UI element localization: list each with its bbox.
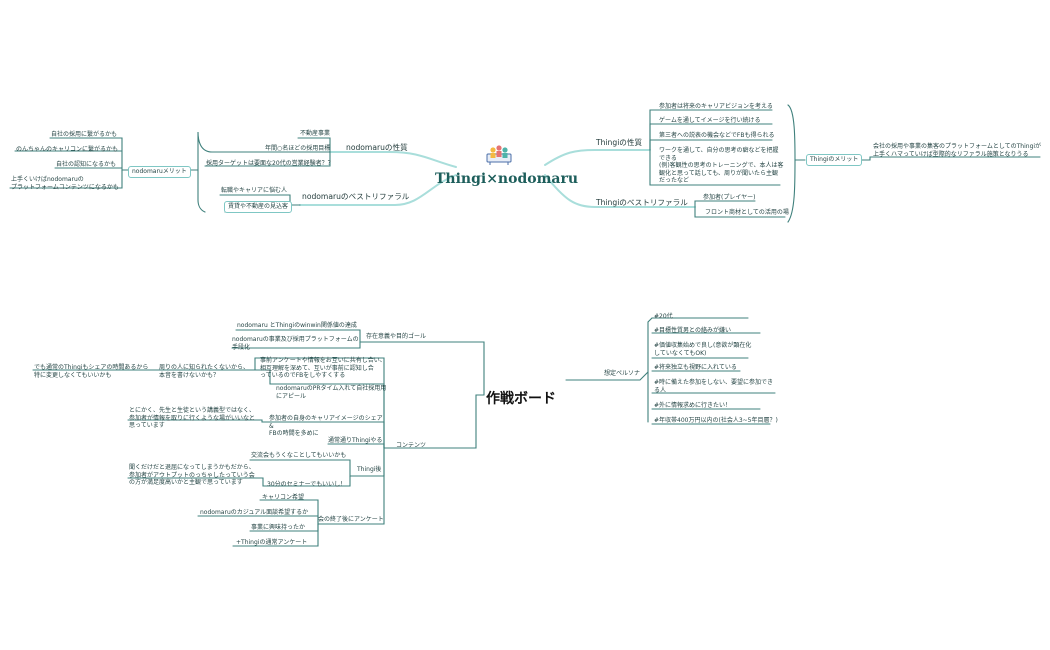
content-note: 周りの人に知られたくないから、 本音を書けないかも？ [159,364,250,379]
content-branch: コンテンツ [396,442,427,449]
map2-center-title: 作戦ボード [486,391,556,407]
after-thingi-item: 30分のセミナーでもいいし！ [267,481,347,488]
nodomaru-nature-item: 年間○名ほどの採用目標 [265,145,331,152]
thingi-nature-item: ワークを通して、自分の思考の癖などを把握できる (例)客観性の思考のトレーニング… [659,147,784,184]
content-note: とにかく、先生と生徒という講義型ではなく、 参加者が情報を取りに行くような場がい… [129,407,256,429]
goal-item: nodomaru とThingiのwinwin関係値の達成 [237,322,357,329]
goal-item: nodomaruの事業及び採用プラットフォームの 手段化 [232,336,359,351]
persona-item: #20代 [654,313,673,320]
map1-center-title: Thingi×nodomaru [435,171,579,187]
nodomaru-merit-item: 自社の認知になるかも [56,161,117,168]
thingi-best-referral-item: フロント商材としての活用の場 [705,209,789,216]
thingi-best-referral-branch: Thingiのベストリファラル [596,198,688,207]
thingi-best-referral-item: 参加者(プレイヤー) [703,194,756,201]
persona-item: #価値収集始めで良し(意欲が顕在化していなくてもOK) [654,342,752,357]
content-item: 事前アンケートや情報をお互いに共有し合い、 相互理解を深めて、互いが事前に認知し… [260,357,386,379]
team-meeting-icon [484,142,514,170]
nodomaru-nature-item: 不動産事業 [300,130,331,137]
nodomaru-merit-node: nodomaruメリット [128,166,191,178]
after-thingi-branch: Thingi後 [357,466,382,473]
content-note: でも通常のThingiもシェアの時間あるから 特に変更しなくてもいいかも [34,364,149,379]
thingi-nature-item: 参加者は将来のキャリアビジョンを考える [659,103,773,110]
nodomaru-best-referral-branch: nodomaruのベストリファラル [302,192,410,201]
survey-branch: 会の終了後にアンケート [318,516,384,523]
content-item: 通常通りThingiやる [328,437,383,444]
persona-item: #目標性質男との絡みが嫌い [654,327,731,334]
nodomaru-nature-branch: nodomaruの性質 [346,143,408,152]
nodomaru-best-referral-item: 転職やキャリアに悩む人 [221,187,288,194]
content-item: 参加者の自身のキャリアイメージのシェア& FBの時間を多めに [269,415,383,437]
persona-item: #時に備えた参加をしない、要望に参加できる人 [654,379,774,394]
after-thingi-note: 聞くだけだと退屈になってしまうかもだから、 参加者がアウトプットのっちゃしたって… [129,464,255,486]
goal-branch: 存在意義や目的ゴール [366,333,427,340]
nodomaru-merit-item: のんちゃんのキャリコンに繋がるかも [16,146,119,153]
persona-item: #外に情報求めに行きたい！ [654,402,732,409]
survey-item: nodomaruのカジュアル面談希望するか [200,509,309,516]
nodomaru-merit-item: 上手くいけばnodomaruの プラットフォームコンテンツになるかも [11,176,119,191]
thingi-nature-item: 第三者への説表の機会などでFBも得られる [659,132,775,139]
persona-item: #将来独立も視野に入れている [654,364,737,371]
after-thingi-item: 交流会もうくなことしてもいいかも [251,452,347,459]
nodomaru-merit-item: 自社の採用に繋がるかも [51,131,118,138]
persona-branch: 想定ペルソナ [604,370,641,377]
survey-item: キャリコン希望 [262,494,305,501]
survey-item: 事業に興味持ったか [251,524,306,531]
content-item: nodomaruのPRタイム入れて自社採用用 にアピール [276,385,387,400]
survey-item: +Thingiの通常アンケート [236,539,308,546]
thingi-nature-item: ゲームを通してイメージを行い続ける [659,117,761,124]
thingi-merit-node: Thingiのメリット [806,154,863,166]
nodomaru-best-referral-item: 賃貸や不動産の見込客 [224,201,293,213]
persona-item: #年収帯400万円以内の(社会人3~5年目層？) [654,417,778,424]
nodomaru-nature-item: 採用ターゲットは要面な20代の営業経験者？？ [206,160,334,167]
thingi-merit-item: 会社の採用や事業の集客のプラットフォームとしてのThingiが 上手くハマってい… [873,143,1042,158]
thingi-nature-branch: Thingiの性質 [596,138,643,147]
